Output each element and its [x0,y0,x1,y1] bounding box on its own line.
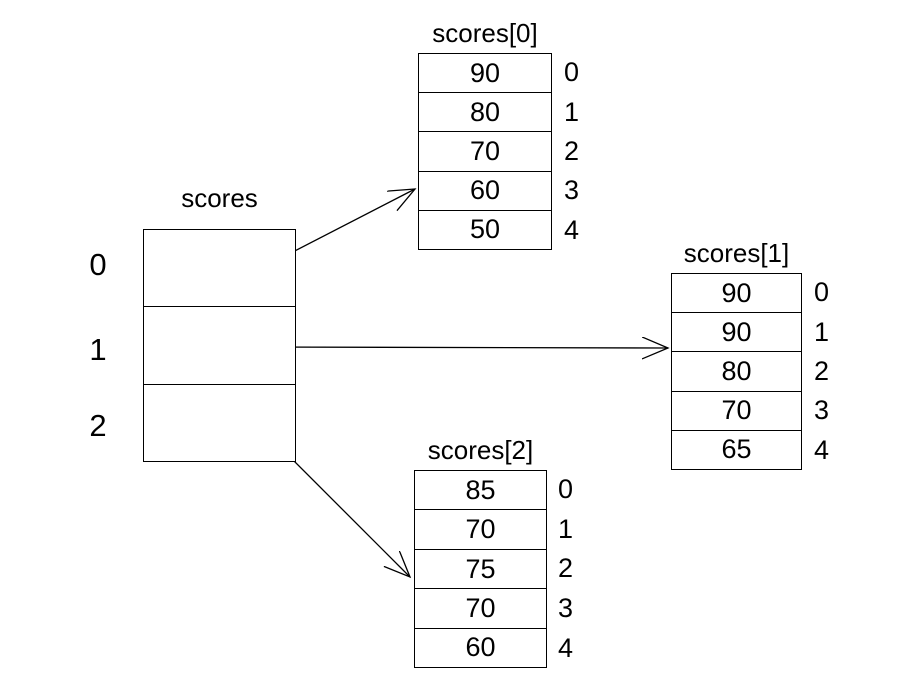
scores2-index-3: 3 [558,593,574,624]
scores0-index-3: 3 [564,175,580,206]
scores1-cell-3: 70 [672,392,801,431]
main-index-2: 2 [89,408,107,443]
scores2-cell-0: 85 [415,471,546,511]
scores1-cell-0: 90 [672,274,801,314]
scores1-title: scores[1] [683,238,790,268]
scores0-title: scores[0] [432,18,538,48]
scores2-index-0: 0 [558,474,574,505]
scores2-table: 85 70 75 70 60 [414,470,547,668]
scores2-index-column: 0 1 2 3 4 [554,470,588,668]
scores0-cell-1: 80 [419,93,551,133]
scores0-table: 90 80 70 60 50 [418,53,552,250]
main-array-cell-0 [144,230,295,308]
scores1-index-column: 0 1 2 3 4 [810,273,844,470]
scores2-index-4: 4 [558,632,574,663]
scores2-cell-3: 70 [415,589,546,629]
scores0-index-2: 2 [564,136,580,167]
scores2-cell-2: 75 [415,550,546,590]
scores1-cell-1: 90 [672,313,801,353]
main-index-1: 1 [89,332,107,367]
scores2-title: scores[2] [427,435,534,465]
scores0-index-column: 0 1 2 3 4 [560,53,594,250]
scores1-table: 90 90 80 70 65 [671,273,802,470]
scores1-index-3: 3 [814,395,830,426]
main-index-0: 0 [89,247,107,282]
scores0-index-1: 1 [564,96,580,127]
scores2-cell-1: 70 [415,510,546,550]
scores0-cell-2: 70 [419,132,551,172]
main-array-box [143,229,296,462]
scores1-cell-2: 80 [672,352,801,392]
scores0-cell-4: 50 [469,214,501,245]
scores1-index-2: 2 [814,356,830,387]
scores0-index-4: 4 [564,214,580,245]
main-array-cell-1 [144,307,295,385]
scores0-cell-3: 60 [419,172,551,211]
scores2-cell-4: 60 [465,632,496,663]
scores1-index-1: 1 [814,316,830,347]
scores0-index-0: 0 [564,57,580,88]
main-array-cell-2 [144,385,295,461]
scores2-index-1: 1 [558,513,574,544]
arrow-scores1-pointer [252,347,668,348]
main-array-title: scores [181,183,258,213]
scores2-index-2: 2 [558,553,574,584]
scores1-index-0: 0 [814,277,830,308]
scores1-cell-4: 65 [721,434,752,465]
scores0-cell-0: 90 [419,54,551,94]
scores1-index-4: 4 [814,434,830,465]
